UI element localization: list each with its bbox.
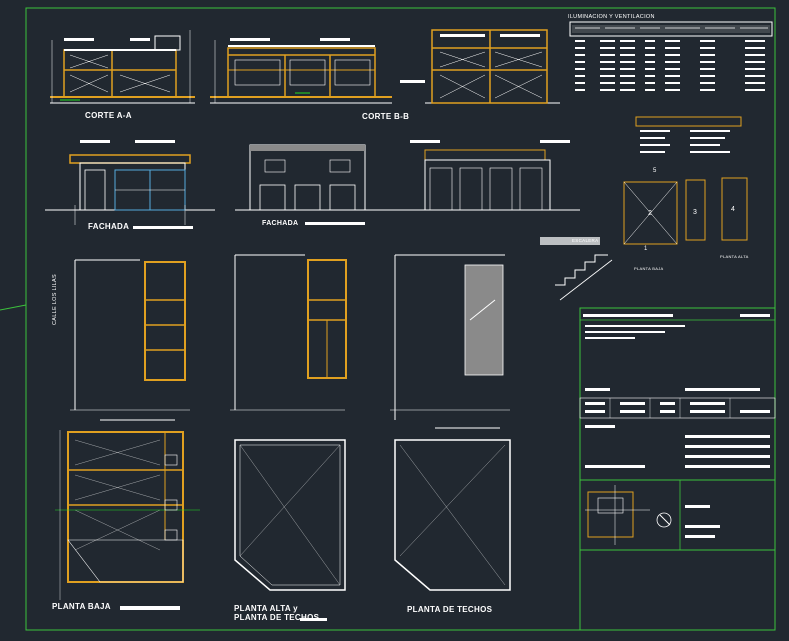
detail-number-1: 1 <box>644 246 648 252</box>
ground-floor-plan <box>55 259 200 610</box>
label-planta-techos: PLANTA DE TECHOS <box>407 605 493 614</box>
ventilation-table <box>569 21 773 91</box>
roof-plan <box>390 254 511 591</box>
detail-number-3: 3 <box>693 209 698 216</box>
section-c <box>400 29 560 104</box>
label-escalera: ESCALERA <box>572 238 599 243</box>
sheet-border <box>25 7 776 631</box>
label-street: CALLE LOS LILAS <box>52 274 58 325</box>
label-corte-a-a: CORTE A-A <box>85 111 132 120</box>
detail-number-2: 2 <box>648 210 653 217</box>
facade-2 <box>235 140 580 225</box>
label-fachada-2: FACHADA <box>262 220 299 227</box>
detail-plans <box>540 177 748 301</box>
section-b-b <box>210 38 392 104</box>
label-planta-alta-small: PLANTA ALTA <box>720 254 749 259</box>
detail-number-4: 4 <box>731 206 736 213</box>
legend-table <box>635 116 742 153</box>
detail-number-5: 5 <box>653 168 657 174</box>
label-iluminacion: ILUMINACION Y VENTILACION <box>568 14 655 20</box>
label-fachada-1: FACHADA <box>88 222 130 231</box>
label-corte-b-b: CORTE B-B <box>362 112 410 121</box>
upper-floor-plan <box>230 254 347 621</box>
label-planta-baja-small: PLANTA BAJA <box>634 266 664 271</box>
label-planta-baja: PLANTA BAJA <box>52 602 111 611</box>
label-planta-alta-1: PLANTA ALTA y <box>234 604 298 613</box>
label-planta-alta-2: PLANTA DE TECHOS <box>234 613 320 622</box>
title-block <box>579 307 776 631</box>
section-a-a <box>50 30 195 104</box>
facade-1 <box>45 140 215 229</box>
